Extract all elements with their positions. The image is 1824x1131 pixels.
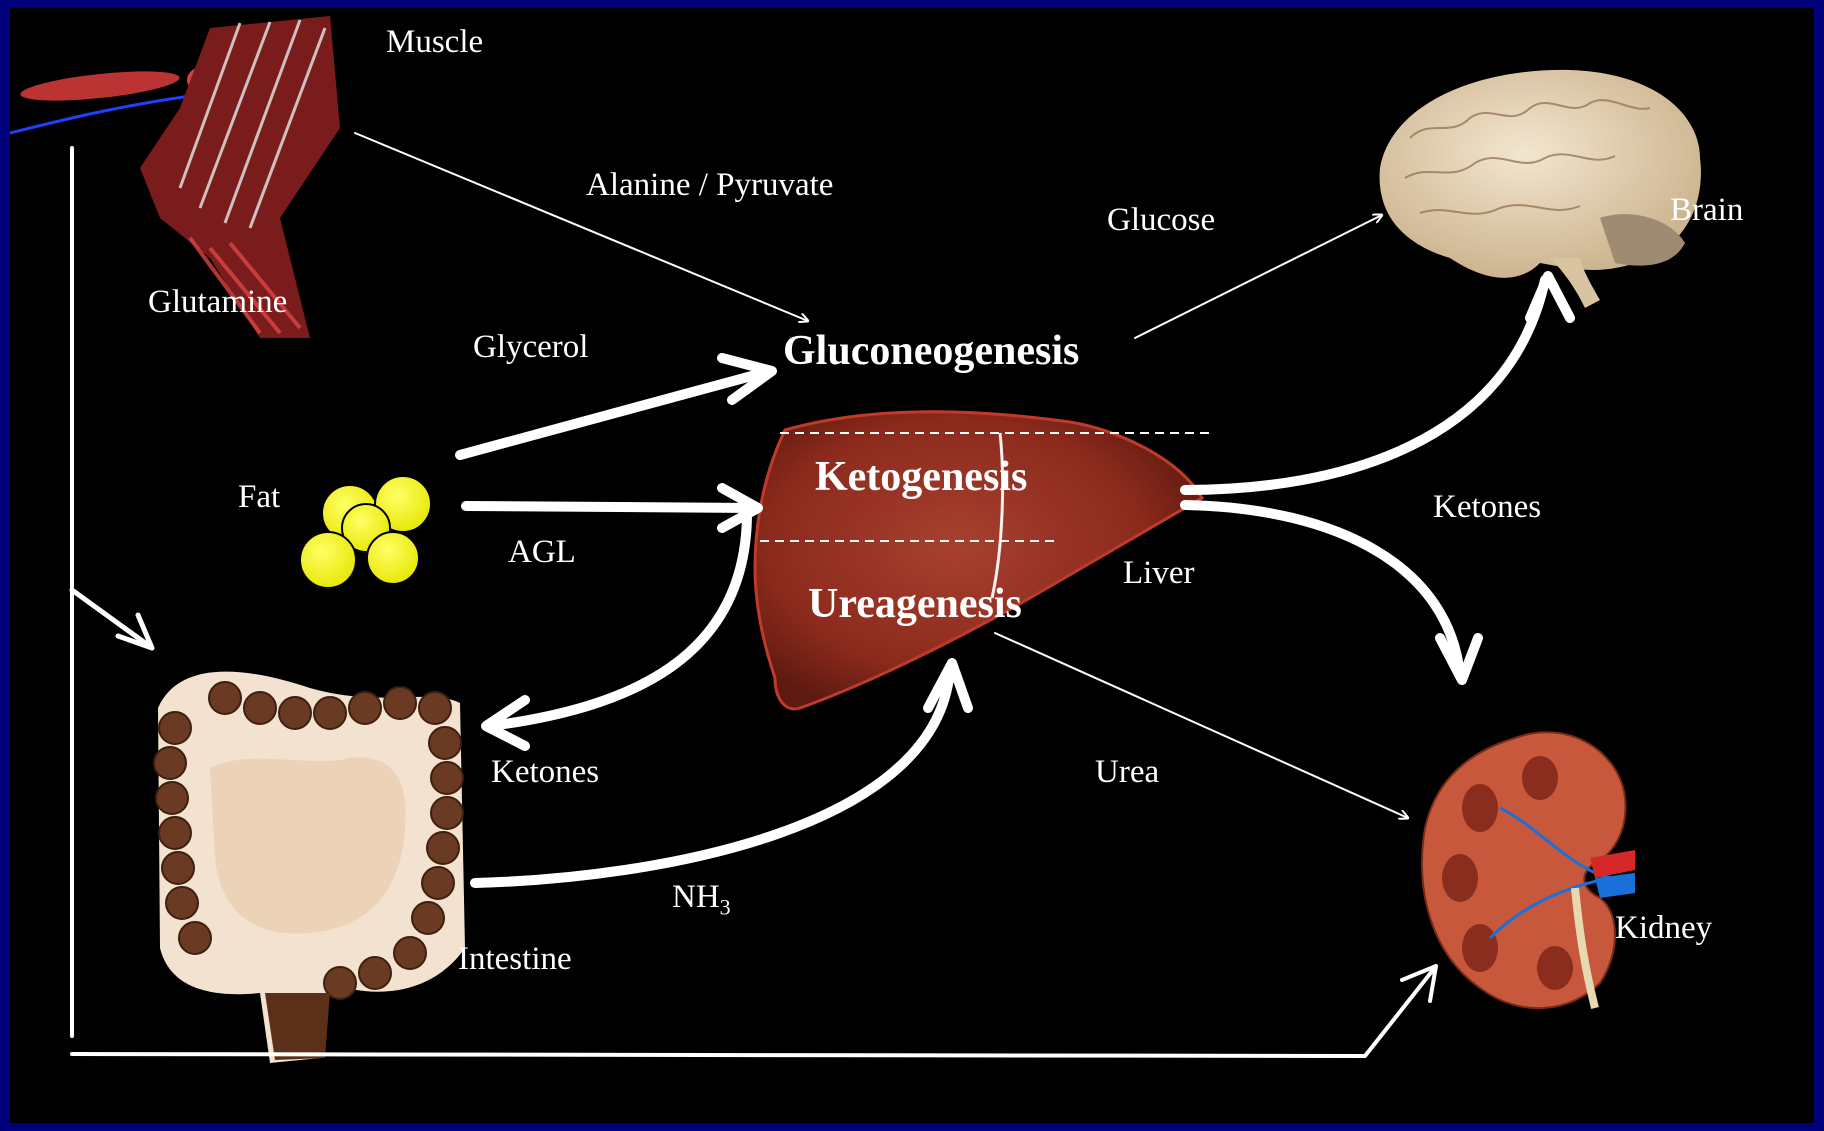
ketones-brain-label: Ketones	[1433, 491, 1541, 524]
gluconeogenesis-label: Gluconeogenesis	[783, 330, 1079, 372]
nh3-subscript: 3	[720, 895, 731, 920]
brain-illustration	[1380, 70, 1701, 308]
liver-label: Liver	[1123, 557, 1194, 590]
urea-label: Urea	[1095, 756, 1159, 789]
glucose-label: Glucose	[1107, 204, 1215, 237]
ketogenesis-label: Ketogenesis	[815, 456, 1027, 498]
agl-label: AGL	[508, 536, 576, 569]
fat-illustration	[300, 476, 431, 588]
kidney-label: Kidney	[1615, 912, 1712, 945]
brain-label: Brain	[1670, 194, 1743, 227]
diagram-canvas: Muscle Glutamine Alanine / Pyruvate Glyc…	[10, 8, 1814, 1123]
ketones-intestine-label: Ketones	[491, 756, 599, 789]
nh3-label: NH3	[672, 881, 731, 919]
intestine-label: Intestine	[458, 943, 572, 976]
alanine-pyruvate-label: Alanine / Pyruvate	[586, 169, 833, 202]
fat-label: Fat	[238, 481, 280, 514]
glycerol-label: Glycerol	[473, 331, 588, 364]
ureagenesis-label: Ureagenesis	[808, 583, 1022, 625]
muscle-label: Muscle	[386, 26, 483, 59]
glutamine-label: Glutamine	[148, 286, 287, 319]
kidney-illustration	[1422, 732, 1635, 1008]
nh3-base: NH	[672, 879, 720, 915]
intestine-illustration	[154, 672, 465, 1063]
diagram-graphics	[10, 8, 1814, 1123]
